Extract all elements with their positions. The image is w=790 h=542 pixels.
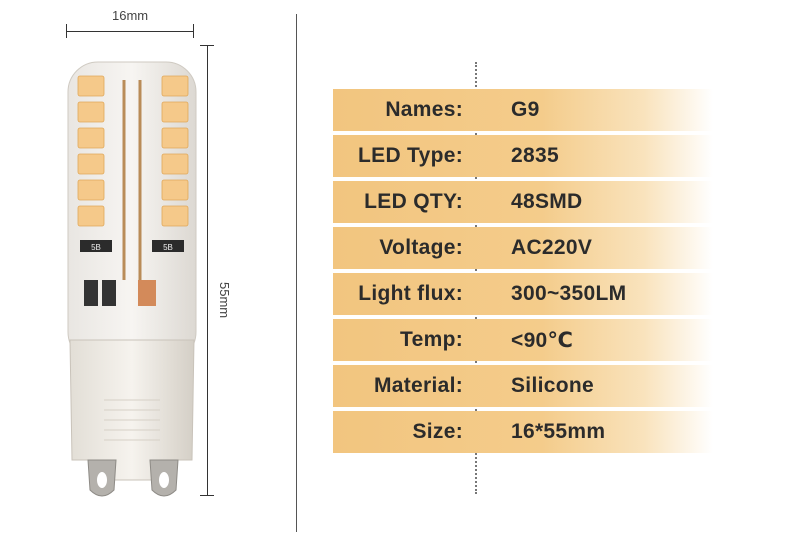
spec-label: Material: <box>373 374 463 397</box>
spec-row-temp: Temp: <90℃ <box>333 317 713 363</box>
spec-band <box>333 89 713 131</box>
spec-table: Names: G9 LED Type: 2835 LED QTY: 48SMD … <box>333 87 713 455</box>
center-wires <box>122 80 142 280</box>
pin-right-hole <box>159 472 169 488</box>
lower-component-3 <box>138 280 156 306</box>
width-dimension-tick-left <box>66 24 67 38</box>
width-dimension-label: 16mm <box>112 8 149 23</box>
spec-value: 16*55mm <box>511 420 606 443</box>
spec-value: Silicone <box>511 374 594 397</box>
spec-band <box>333 273 713 315</box>
resistor-right-mark: 5B <box>163 243 173 252</box>
spec-band <box>333 181 713 223</box>
spec-row-led-type: LED Type: 2835 <box>333 133 713 179</box>
height-dimension-line <box>207 45 208 496</box>
resistor-right <box>152 240 184 252</box>
spec-label: Light flux: <box>358 282 463 305</box>
spec-label: LED QTY: <box>364 190 463 213</box>
spec-row-material: Material: Silicone <box>333 363 713 409</box>
height-dimension-tick-bottom <box>200 495 214 496</box>
spec-row-names: Names: G9 <box>333 87 713 133</box>
spec-value: <90℃ <box>511 329 574 352</box>
spec-band <box>333 135 713 177</box>
spec-row-voltage: Voltage: AC220V <box>333 225 713 271</box>
g9-led-bulb-icon: 5B 5B <box>67 61 197 497</box>
width-dimension-tick-right <box>193 24 194 38</box>
spec-label: Size: <box>412 420 463 443</box>
led-chips-right <box>161 75 189 227</box>
spec-row-light-flux: Light flux: 300~350LM <box>333 271 713 317</box>
spec-value: G9 <box>511 98 540 121</box>
spec-value: 300~350LM <box>511 282 627 305</box>
width-dimension-line <box>66 31 194 32</box>
spec-value: AC220V <box>511 236 593 259</box>
height-dimension-tick-top <box>200 45 214 46</box>
spec-value: 48SMD <box>511 190 583 213</box>
spec-band <box>333 365 713 407</box>
spec-label: Voltage: <box>379 236 463 259</box>
spec-label: Names: <box>385 98 463 121</box>
lower-component-1 <box>84 280 98 306</box>
spec-value: 2835 <box>511 144 559 167</box>
spec-row-size: Size: 16*55mm <box>333 409 713 455</box>
base-grooves <box>104 399 160 441</box>
vertical-divider <box>296 14 297 532</box>
pin-left-hole <box>97 472 107 488</box>
spec-band <box>333 227 713 269</box>
spec-label: LED Type: <box>358 144 463 167</box>
spec-band <box>333 319 713 361</box>
led-chips-left <box>77 75 105 227</box>
lower-component-2 <box>102 280 116 306</box>
height-dimension-label: 55mm <box>217 282 232 319</box>
spec-label: Temp: <box>400 328 463 351</box>
spec-band <box>333 411 713 453</box>
resistor-left <box>80 240 112 252</box>
spec-row-led-qty: LED QTY: 48SMD <box>333 179 713 225</box>
resistor-left-mark: 5B <box>91 243 101 252</box>
